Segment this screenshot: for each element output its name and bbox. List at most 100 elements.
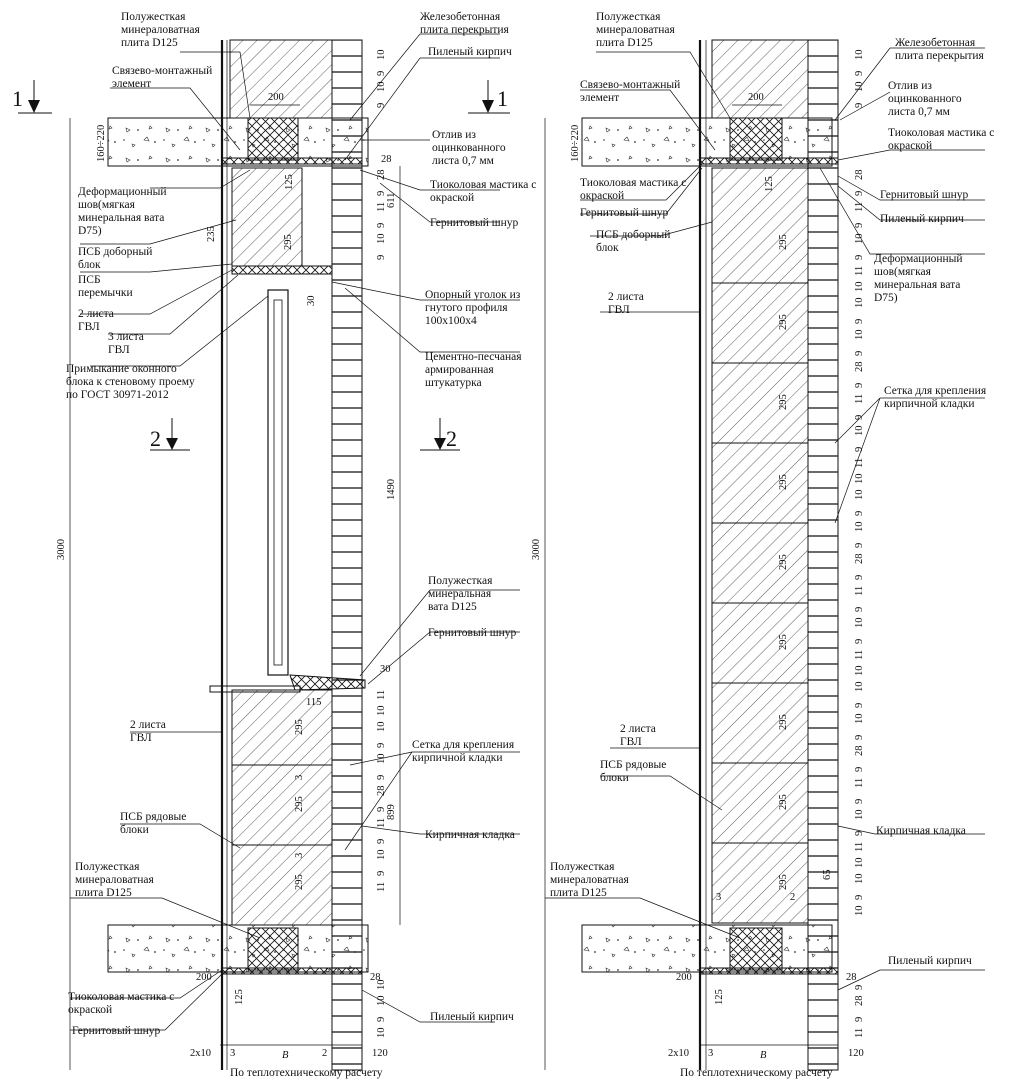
dim-2: 2 bbox=[322, 1048, 327, 1059]
tie-number: 9 bbox=[854, 383, 865, 388]
dim-28-bot: 28 bbox=[370, 972, 381, 983]
r-label-sawn-brick-top: Пиленый кирпич bbox=[880, 213, 964, 225]
tie-number: 11 bbox=[854, 1028, 865, 1038]
r-dim-295-7: 295 bbox=[778, 714, 789, 730]
tie-number: 10 bbox=[854, 906, 865, 917]
tie-number: 10 bbox=[854, 858, 865, 869]
tie-number: 10 bbox=[854, 298, 865, 309]
r-label-brickwork: Кирпичная кладка bbox=[876, 825, 966, 837]
psb-row-blocks bbox=[231, 689, 333, 926]
r-dim-200-bot: 200 bbox=[676, 972, 692, 983]
right-bottom-floor-slab bbox=[581, 924, 833, 973]
dim-115: 115 bbox=[306, 697, 321, 708]
r-dim-125-bot: 125 bbox=[714, 989, 725, 1005]
dim-200-top: 200 bbox=[268, 92, 284, 103]
dim-899: 899 bbox=[386, 804, 397, 820]
dim-295-c: 295 bbox=[294, 874, 305, 890]
tie-number: 9 bbox=[854, 103, 865, 108]
dim-30-sill: 30 bbox=[380, 664, 391, 675]
tie-number: 10 bbox=[854, 474, 865, 485]
tie-number: 9 bbox=[376, 255, 387, 260]
tie-number: 10 bbox=[376, 722, 387, 733]
tie-number: 10 bbox=[376, 850, 387, 861]
r-dim-2x10: 2x10 bbox=[668, 1048, 689, 1059]
tie-number: 9 bbox=[376, 223, 387, 228]
dim-2x10: 2x10 bbox=[190, 1048, 211, 1059]
right-section-drawing bbox=[544, 39, 985, 1071]
tie-number: 9 bbox=[376, 1017, 387, 1022]
dim-295-a: 295 bbox=[294, 719, 305, 735]
tie-number: 9 bbox=[854, 255, 865, 260]
upper-block bbox=[229, 39, 333, 119]
r-dim-3-bot: 3 bbox=[708, 1048, 713, 1059]
tie-number: 10 bbox=[854, 874, 865, 885]
tie-number: 11 bbox=[854, 202, 865, 212]
tie-number: 10 bbox=[854, 666, 865, 677]
tie-number: 10 bbox=[376, 234, 387, 245]
tie-number: 10 bbox=[854, 682, 865, 693]
dim-295-top: 295 bbox=[283, 234, 294, 250]
bottom-note-right: По теплотехническому расчету bbox=[680, 1067, 833, 1079]
tie-number: 11 bbox=[854, 394, 865, 404]
tie-number: 9 bbox=[854, 799, 865, 804]
r-label-sawn-brick-bot: Пиленый кирпич bbox=[888, 955, 972, 967]
bottom-note-left: По теплотехническому расчету bbox=[230, 1067, 383, 1079]
tie-number: 9 bbox=[854, 575, 865, 580]
left-section-drawing bbox=[18, 33, 520, 1071]
section-mark-1-left: 1 bbox=[12, 86, 23, 111]
bottom-mineral-plate bbox=[247, 927, 299, 971]
r-dim-295-4: 295 bbox=[778, 474, 789, 490]
tie-number: 10 bbox=[854, 810, 865, 821]
dim-3-bot: 3 bbox=[230, 1048, 235, 1059]
r-dim-125: 125 bbox=[764, 176, 775, 192]
tie-number: 9 bbox=[854, 191, 865, 196]
tie-number: 9 bbox=[854, 71, 865, 76]
top-mineral-plate bbox=[247, 117, 299, 161]
label-gernit-top: Гернитовый шнур bbox=[430, 217, 519, 229]
tie-number: 9 bbox=[854, 895, 865, 900]
lintel bbox=[231, 265, 333, 275]
label-brickwork: Кирпичная кладка bbox=[425, 829, 515, 841]
right-brickwork-column bbox=[807, 39, 839, 1071]
tie-number: 9 bbox=[854, 447, 865, 452]
tie-numbers-left: 1091092891191091110109109289119109111010… bbox=[376, 50, 387, 1039]
tie-number: 10 bbox=[854, 426, 865, 437]
label-sawn-brick-top: Пиленый кирпич bbox=[428, 46, 512, 58]
tie-number: 9 bbox=[376, 871, 387, 876]
tie-number: 11 bbox=[376, 818, 387, 828]
tie-number: 28 bbox=[854, 170, 865, 181]
tie-number: 10 bbox=[854, 714, 865, 725]
tie-number: 9 bbox=[854, 415, 865, 420]
dim-b: В bbox=[282, 1050, 289, 1061]
r-dim-295-8: 295 bbox=[778, 794, 789, 810]
tie-number: 11 bbox=[376, 690, 387, 700]
dim-3000: 3000 bbox=[56, 539, 67, 560]
dim-125: 125 bbox=[284, 174, 295, 190]
r-dim-3: 3 bbox=[716, 892, 721, 903]
tie-number: 9 bbox=[854, 511, 865, 516]
tie-number: 9 bbox=[376, 839, 387, 844]
